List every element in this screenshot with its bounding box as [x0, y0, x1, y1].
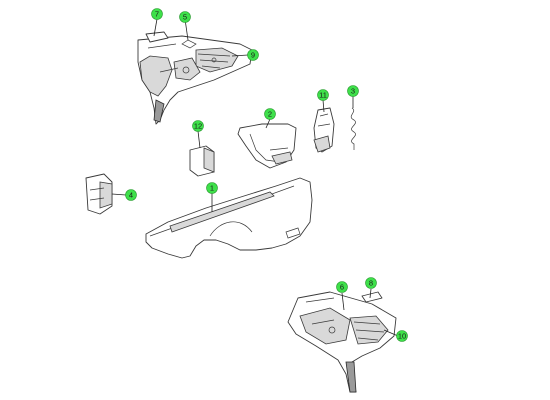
callout-5[interactable]: 5	[179, 11, 191, 23]
callout-6[interactable]: 6	[336, 281, 348, 293]
callout-label: 11	[319, 91, 327, 100]
callout-label: 2	[268, 110, 272, 119]
bracket-part-12	[189, 145, 215, 177]
bracket-part-11	[313, 107, 335, 153]
callout-label: 3	[351, 87, 355, 96]
fender-liner	[237, 123, 297, 169]
callout-label: 12	[194, 122, 202, 131]
callout-8[interactable]: 8	[365, 277, 377, 289]
callout-label: 7	[155, 10, 159, 19]
upper-wheel-apron	[137, 31, 253, 125]
callout-1[interactable]: 1	[206, 182, 218, 194]
callout-11[interactable]: 11	[317, 89, 329, 101]
callout-12[interactable]: 12	[192, 120, 204, 132]
callout-4[interactable]: 4	[125, 189, 137, 201]
callout-label: 10	[398, 332, 406, 341]
callout-label: 6	[340, 283, 344, 292]
callout-label: 9	[251, 51, 255, 60]
callout-3[interactable]: 3	[347, 85, 359, 97]
callout-label: 8	[369, 279, 373, 288]
callout-label: 5	[183, 13, 187, 22]
bracket-part-4	[85, 173, 113, 215]
spring-clip-part-3	[350, 107, 356, 150]
callout-10[interactable]: 10	[396, 330, 408, 342]
callout-label: 1	[210, 184, 214, 193]
callout-9[interactable]: 9	[247, 49, 259, 61]
lower-wheel-apron	[287, 291, 397, 393]
callout-2[interactable]: 2	[264, 108, 276, 120]
front-fender	[145, 177, 313, 259]
callout-7-upper[interactable]: 7	[151, 8, 163, 20]
callout-label: 4	[129, 191, 133, 200]
